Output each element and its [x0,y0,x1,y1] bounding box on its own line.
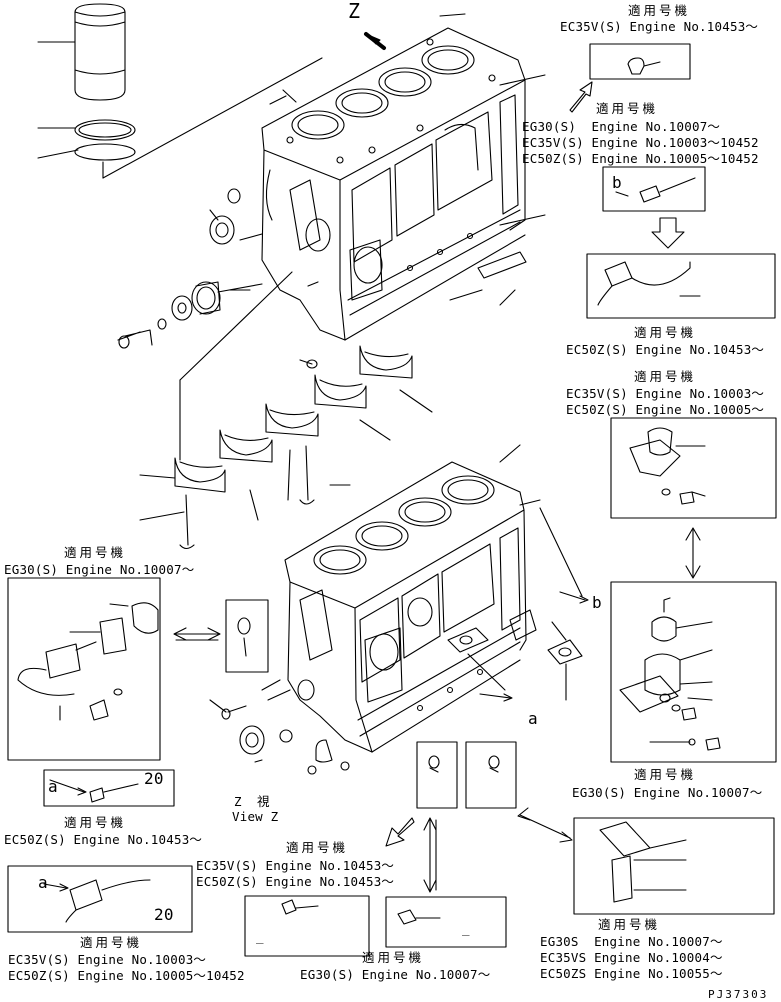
box-n5 [610,581,777,763]
bearing-cap-2 [219,429,273,463]
callout-20: 20 [144,769,164,788]
detail-frame-plug-1 [416,741,458,809]
box-n3 [586,253,776,319]
box-n6 [43,769,175,807]
bearing-caps [139,271,433,550]
note-line: EC35V(S) Engine No.10003～ [8,952,207,967]
view-marker-label: Z [348,0,361,23]
drawing-code: PJ37303 [708,988,769,1001]
note-line: EC35V(S) Engine No.10003～10452 [522,135,759,150]
view-z-label-en: View Z [232,809,279,824]
box-n7 [7,577,161,761]
pulley-group [117,188,319,349]
note-line: EG30(S) Engine No.10007～ [4,562,195,577]
box-n4 [610,417,777,519]
callout-a: a [38,873,48,892]
note-header: 適用号機 [598,917,661,932]
note-header: 適用号機 [64,815,127,830]
cylinder-liner [37,3,126,101]
callout-20: 20 [154,905,174,924]
note-line: EG30(S) Engine No.10007～ [522,119,721,134]
arrow-icon [385,817,415,847]
callout-b: b [592,593,602,612]
note-header: 適用号機 [634,325,697,340]
callout-a: a [48,777,58,796]
note-header: 適用号機 [634,767,697,782]
note-header: 適用号機 [80,935,143,950]
bearing-cap-3 [265,403,319,437]
double-arrow-icon [423,817,437,893]
note-line: EC35VS Engine No.10004～ [540,950,723,965]
detail-frame-small [225,599,269,673]
note-header: 適用号機 [596,101,659,116]
note-header: 適用号機 [628,3,691,18]
view-arrow-icon [364,32,386,50]
box-n9 [244,895,370,957]
note-line: EC50Z(S) Engine No.10453～ [4,832,203,847]
callout-dash: _ [256,929,264,944]
lower-engine-block [209,444,583,775]
box-n1 [589,43,691,80]
note-header: 適用号機 [362,950,425,965]
note-line: EC50Z(S) Engine No.10005～10452 [522,151,759,166]
arrow-icon [569,81,593,113]
note-line: EG30S Engine No.10007～ [540,934,723,949]
bearing-cap-5 [359,345,413,379]
note-line: EC35V(S) Engine No.10453～ [196,858,395,873]
note-header: 適用号機 [64,545,127,560]
box-n11 [573,817,775,915]
double-arrow-icon [685,527,701,579]
note-line: EC50Z(S) Engine No.10005～10452 [8,968,245,983]
note-line: EG30(S) Engine No.10007～ [572,785,763,800]
note-line: EC50Z(S) Engine No.10453～ [196,874,395,889]
double-arrow-icon [173,627,221,641]
box-n8 [7,865,193,933]
bearing-cap-1 [174,457,226,493]
callout-a: a [528,709,538,728]
note-line: EC50Z(S) Engine No.10005～ [566,402,765,417]
double-arrow-icon [517,807,573,843]
note-header: 適用号機 [634,369,697,384]
note-header: 適用号機 [286,840,349,855]
callout-dash: _ [462,921,470,936]
note-line: EC50ZS Engine No.10055～ [540,966,723,981]
box-n2 [602,166,706,212]
arrow-icon [651,217,685,249]
box-n10 [385,896,507,948]
detail-frame-plug-2 [465,741,517,809]
view-z-label-ja: Z 視 [234,794,274,809]
note-line: EC35V(S) Engine No.10453～ [560,19,759,34]
note-line: EG30(S) Engine No.10007～ [300,967,491,982]
bearing-cap-4 [314,374,367,409]
piston-ring [37,57,323,179]
note-line: EC35V(S) Engine No.10003～ [566,386,765,401]
note-line: EC50Z(S) Engine No.10453～ [566,342,765,357]
upper-engine-block [261,13,546,341]
callout-b: b [612,173,622,192]
